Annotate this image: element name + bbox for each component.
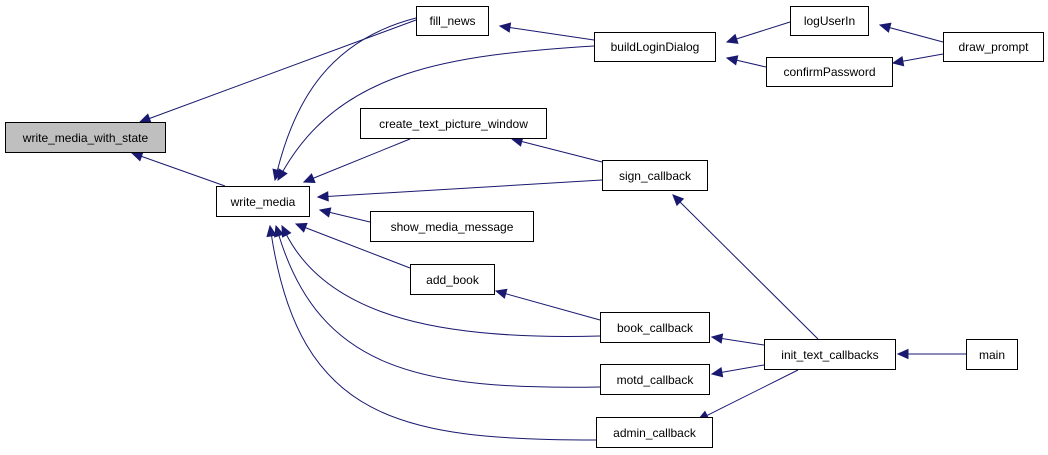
node-label: confirmPassword [783,65,876,79]
node-logUserIn[interactable]: logUserIn [790,6,869,36]
edge-write_media-to-write_media_with_state [130,151,226,187]
node-write-media[interactable]: write_media [216,186,310,217]
arrowhead-icon [878,22,892,33]
node-label: show_media_message [390,219,514,234]
node-label: buildLoginDialog [610,40,700,54]
arrowhead-icon [725,55,739,66]
node-label: write_media [230,194,296,209]
arrowhead-icon [494,288,508,299]
edge-draw_prompt-to-confirmPassword [891,53,944,67]
node-sign-callback[interactable]: sign_callback [602,160,708,191]
node-label: sign_callback [618,168,692,183]
node-admin-callback[interactable]: admin_callback [596,417,713,448]
node-create-text-picture-window[interactable]: create_text_picture_window [360,108,547,139]
arrowhead-icon [266,224,277,238]
node-main[interactable]: main [966,339,1018,370]
node-confirmPassword[interactable]: confirmPassword [766,57,893,87]
edge-show_media_message-to-write_media [318,207,371,223]
arrowhead-icon [316,191,329,202]
edge-create_text_picture_window-to-write_media [302,138,411,183]
arrowhead-icon [294,222,308,233]
node-init-text-callbacks[interactable]: init_text_callbacks [764,339,896,370]
node-add-book[interactable]: add_book [410,264,495,295]
node-show-media-message[interactable]: show_media_message [370,211,534,242]
edge-init_text_callbacks-to-motd_callback [710,364,765,378]
node-label: draw_prompt [958,40,1029,54]
edge-init_text_callbacks-to-book_callback [710,333,765,346]
node-label: create_text_picture_window [379,116,528,131]
node-book-callback[interactable]: book_callback [600,312,710,343]
arrowhead-icon [277,168,288,182]
arrowhead-icon [891,55,905,67]
edge-fill_news-to-write_media [272,17,417,182]
arrowhead-icon [274,224,285,238]
node-write-media-with-state: write_media_with_state [5,122,166,153]
node-label: main [978,347,1005,362]
node-label: admin_callback [613,425,696,440]
node-label: init_text_callbacks [781,347,879,362]
node-label: fill_news [429,14,476,28]
arrowhead-icon [710,333,724,344]
edge-draw_prompt-to-logUserIn [878,22,944,43]
edge-buildLoginDialog-to-fill_news [498,22,595,41]
arrowhead-icon [130,151,144,162]
edge-add_book-to-write_media [294,222,411,269]
node-label: write_media_with_state [22,130,149,145]
edge-book_callback-to-write_media [281,224,601,337]
node-motd-callback[interactable]: motd_callback [600,364,710,395]
edge-logUserIn-to-buildLoginDialog [725,21,791,44]
edge-main-to-init_text_callbacks [896,348,966,360]
edge-init_text_callbacks-to-admin_callback [696,369,799,421]
arrowhead-icon [672,194,685,207]
arrowhead-icon [498,22,512,33]
arrowhead-icon [710,367,724,378]
edge-book_callback-to-add_book [494,288,601,321]
edge-sign_callback-to-write_media [316,179,603,202]
node-label: logUserIn [803,14,856,28]
edge-motd_callback-to-write_media [274,224,601,388]
edge-buildLoginDialog-to-write_media [277,45,595,182]
arrowhead-icon [896,348,909,360]
node-label: add_book [426,272,479,287]
edge-confirmPassword-to-buildLoginDialog [725,55,767,68]
node-draw-prompt[interactable]: draw_prompt [943,32,1044,62]
arrowhead-icon [281,224,292,238]
arrowhead-icon [318,207,332,218]
arrowhead-icon [302,173,316,183]
edge-admin_callback-to-write_media [266,224,597,441]
edge-sign_callback-to-create_text_picture_window [510,136,603,163]
node-label: book_callback [616,320,694,335]
arrowhead-icon [725,33,739,44]
node-fill-news[interactable]: fill_news [416,6,489,36]
node-buildLoginDialog[interactable]: buildLoginDialog [594,32,716,62]
node-label: motd_callback [616,372,694,387]
edge-init_text_callbacks-to-sign_callback [672,194,819,340]
